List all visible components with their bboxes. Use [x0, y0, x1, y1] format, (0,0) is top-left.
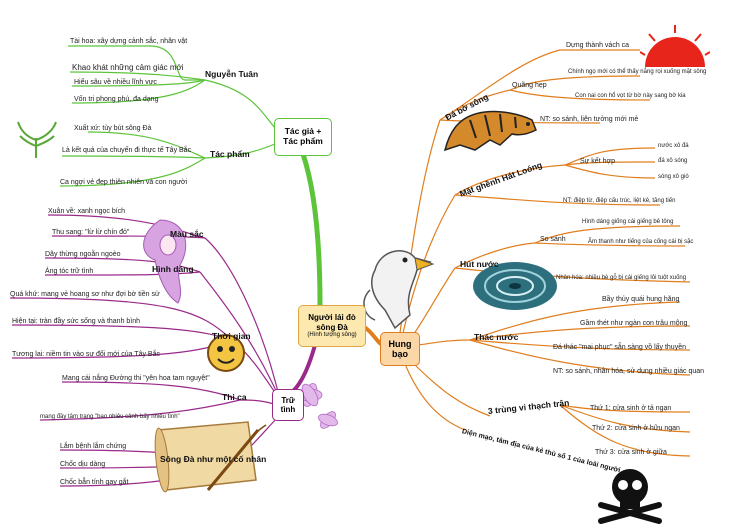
leaf-hinh-dang-1: Dây thừng ngoằn ngoèo	[45, 251, 121, 258]
leaf-trung-vi-2: Thứ 2: cửa sinh ở hữu ngạn	[592, 425, 680, 432]
node-tac-gia-line1: Tác giả +	[284, 126, 322, 137]
label-hinh-dang[interactable]: Hình dáng	[152, 264, 194, 274]
whirlpool-icon	[473, 262, 557, 310]
leaf-song-da-2: Chốc dịu dàng	[60, 461, 106, 468]
flower-icon	[297, 383, 338, 429]
center-subtitle: (Hình tượng sông)	[307, 331, 357, 338]
leaf-thoi-gian-1: Quá khứ: mang vẻ hoang sơ như đợi bờ tiề…	[10, 291, 160, 298]
label-nguyen-tuan[interactable]: Nguyễn Tuân	[205, 69, 259, 79]
leaf-thac-nuoc-2: Gầm thét như ngàn con trâu mộng	[580, 320, 688, 327]
leaf-trung-vi-1: Thứ 1: cửa sinh ở tả ngạn	[590, 405, 672, 412]
eagle-icon	[363, 250, 435, 330]
leaf-da-bo-song-1: Dựng thành vách ca	[566, 42, 630, 49]
node-tru-tinh-line2: tình	[280, 405, 296, 414]
label-hut-nuoc[interactable]: Hút nước	[460, 259, 499, 269]
leaf-mat-ghenh-sub-2: đá xô sóng	[658, 158, 688, 164]
leaf-hinh-dang-2: Áng tóc trữ tình	[45, 268, 94, 275]
leaf-song-da-3: Chốc bẳn tính gay gắt	[60, 479, 129, 486]
leaf-thoi-gian-2: Hiện tại: tràn đầy sức sống và thanh bìn…	[12, 318, 141, 325]
leaf-nguyen-tuan-4: Vốn tri phong phú, đa dạng	[74, 96, 159, 103]
leaf-mat-ghenh-sub-3: sóng xô gió	[658, 174, 689, 180]
node-hung-bao[interactable]: Hung bạo	[380, 332, 420, 366]
skull-icon	[598, 469, 662, 524]
leaf-thoi-gian-3: Tương lai: niềm tin vào sự đổi mới của T…	[12, 351, 160, 358]
leaf-thac-nuoc-1: Bầy thủy quái hung hăng	[602, 296, 680, 303]
leaf-hut-nuoc-2: Âm thanh như tiếng của cống cái bị sặc	[588, 239, 694, 245]
leaf-thi-ca-1: Mang cái nắng Đường thi "yên hoa tam ngu…	[62, 375, 210, 382]
leaf-da-bo-song-3: Con nai con hổ vọt từ bờ này sang bờ kia	[575, 93, 686, 99]
leaf-hut-nuoc-1: Hình dáng giống cái giếng bê tông	[582, 219, 674, 225]
leaf-trung-vi-3: Thứ 3: cửa sinh ở giữa	[595, 449, 667, 456]
tree-icon	[17, 121, 57, 158]
leaf-da-bo-song-2: Chính ngọ mới có thể thấy nắng rọi xuống…	[568, 69, 707, 75]
leaf-nguyen-tuan-3: Hiểu sâu về nhiều lĩnh vực	[74, 79, 157, 86]
leaf-su-ket-hop: Sự kết hợp	[580, 158, 615, 165]
leaf-mau-sac-2: Thu sang: "lừ lừ chín đỏ"	[52, 229, 130, 236]
leaf-tac-pham-3: Ca ngợi vẻ đẹp thiên nhiên và con người	[60, 179, 188, 186]
leaf-thac-nuoc-4: NT: so sánh, nhân hóa, sử dụng nhiều giá…	[553, 368, 705, 375]
label-thac-nuoc[interactable]: Thác nước	[474, 332, 519, 342]
leaf-tac-pham-1: Xuất xứ: tùy bút sông Đà	[74, 125, 152, 132]
label-thoi-gian[interactable]: Thời gian	[212, 331, 251, 341]
leaf-thi-ca-2: mang đầy tâm trạng "bao nhiêu cảnh bấy n…	[40, 414, 180, 420]
node-tac-gia-tac-pham[interactable]: Tác giả + Tác phẩm	[274, 118, 332, 156]
leaf-quang-hep: Quãng hẹp	[512, 82, 547, 89]
node-tru-tinh-line1: Trữ	[281, 395, 295, 405]
label-tac-pham[interactable]: Tác phẩm	[210, 149, 250, 159]
node-hung-bao-line2: bạo	[391, 349, 408, 359]
leaf-so-sanh: So sánh	[540, 236, 566, 243]
node-tac-gia-line2: Tác phẩm	[283, 136, 323, 146]
tiger-icon	[443, 110, 537, 152]
leaf-mau-sac-1: Xuân về: xanh ngọc bích	[48, 208, 126, 215]
label-thi-ca[interactable]: Thi ca	[222, 392, 247, 402]
leaf-thac-nuoc-3: Đá thác "mai phục" sẵn sàng vồ lấy thuyề…	[553, 344, 686, 351]
node-tru-tinh[interactable]: Trữ tình	[272, 389, 304, 421]
label-song-da-co-nhan[interactable]: Sông Đà như một cố nhân	[160, 454, 267, 464]
leaf-hut-nuoc-3: Nhân hóa: nhiều bè gỗ bị cái giếng lôi t…	[556, 275, 687, 281]
leaf-da-bo-song-4: NT: so sánh, liên tưởng mới mẻ	[540, 116, 639, 123]
center-title: Người lái đò sông Đà	[308, 313, 356, 332]
leaf-mat-ghenh-nt: NT: điệp từ, điệp cấu trúc, liệt kê, tăn…	[563, 198, 676, 204]
leaf-tac-pham-2: Là kết quả của chuyến đi thực tế Tây Bắc	[62, 147, 192, 154]
leaf-mat-ghenh-sub-1: nước xô đá	[658, 143, 689, 149]
leaf-nguyen-tuan-1: Tài hoa: xây dựng cảnh sắc, nhân vật	[70, 38, 188, 45]
clock-icon	[207, 334, 245, 372]
sun-icon	[640, 25, 710, 67]
girl-icon	[143, 219, 187, 304]
label-mau-sac[interactable]: Màu sắc	[170, 229, 204, 239]
scroll-icon	[154, 421, 267, 493]
leaf-nguyen-tuan-2: Khao khát những cảm giác mới	[72, 63, 184, 72]
leaf-song-da-1: Lắm bệnh lắm chứng	[60, 443, 127, 450]
node-hung-bao-line1: Hung	[388, 338, 412, 349]
center-node[interactable]: Người lái đò sông Đà (Hình tượng sông)	[298, 305, 366, 347]
